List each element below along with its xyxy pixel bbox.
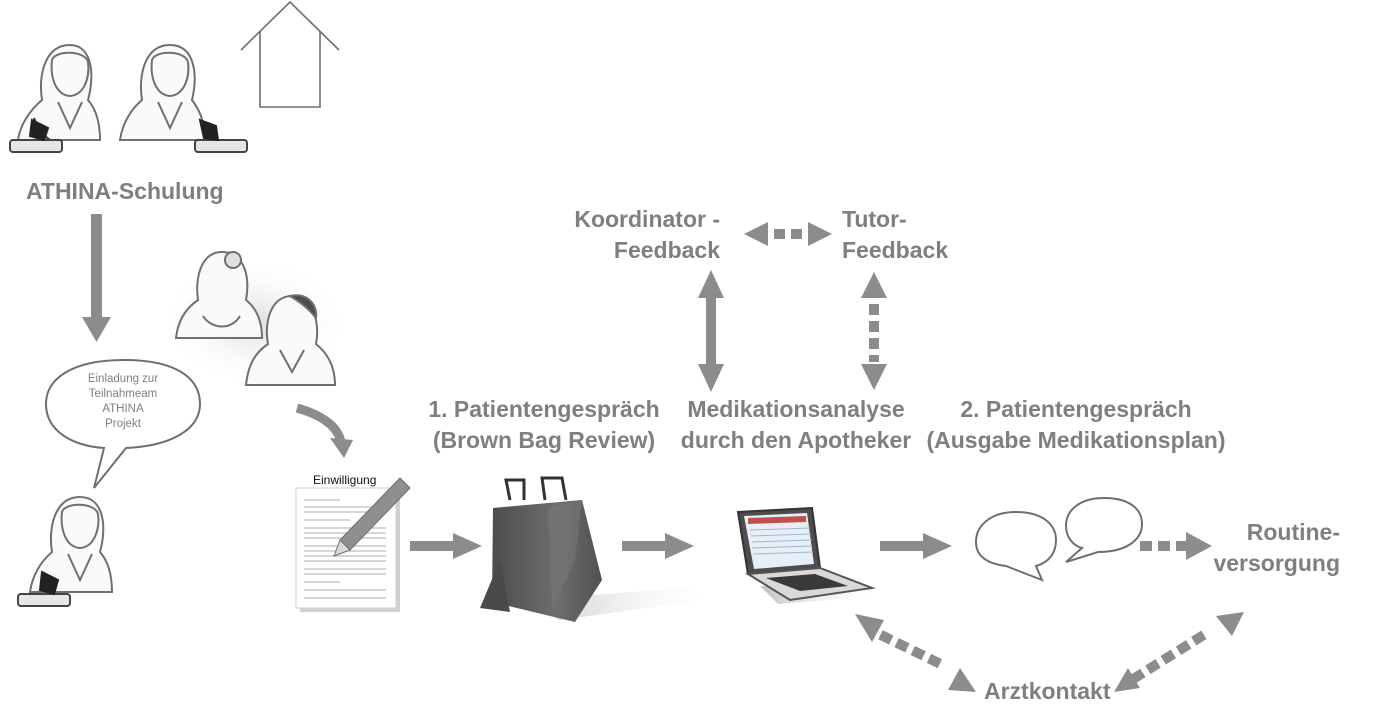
einladung-line-3: ATHINA: [102, 403, 144, 415]
tutor-line-1: Tutor-: [842, 206, 907, 232]
dotted-arrow-to-routine-icon: [1140, 532, 1212, 560]
patients-couple-icon: [160, 250, 350, 387]
tutor-line-2: Feedback: [842, 237, 949, 263]
dotted-arrow-laptop-arzt-icon: [855, 614, 976, 692]
dotted-arrow-koordinator-tutor-icon: [744, 222, 832, 246]
einladung-line-2: Teilnahmeam: [88, 388, 158, 400]
pencil-icon: [333, 477, 411, 557]
label-arztkontakt: Arztkontakt: [984, 678, 1111, 704]
house-icon: [240, 0, 340, 108]
patient1-line-1: 1. Patientengespräch: [428, 396, 660, 422]
label-medikationsanalyse: Medikationsanalyse durch den Apotheker: [664, 394, 928, 456]
label-athina-schulung: ATHINA-Schulung: [26, 178, 224, 204]
koordinator-line-1: Koordinator -: [574, 206, 720, 232]
label-tutor-feedback: Tutor- Feedback: [842, 204, 948, 266]
einladung-line-1: Einladung zur: [87, 373, 159, 385]
arrow-down-schulung-icon: [82, 214, 111, 342]
arrow-laptop-to-bubbles-icon: [880, 533, 952, 559]
curved-arrow-to-consent-icon: [295, 403, 353, 458]
conversation-bubbles-icon: [974, 496, 1144, 582]
pharmacist-figure-left-icon: [9, 43, 102, 153]
koordinator-line-2: Feedback: [613, 237, 720, 263]
pharmacist-figure-right-icon: [118, 43, 248, 153]
invitation-speech-bubble-icon: [44, 358, 202, 489]
label-patientengespraech-2: 2. Patientengespräch (Ausgabe Medikation…: [920, 394, 1232, 456]
patient2-line-2: (Ausgabe Medikationsplan): [926, 427, 1226, 453]
patient2-line-1: 2. Patientengespräch: [960, 396, 1192, 422]
routine-line-2: versorgung: [1213, 550, 1340, 576]
routine-line-1: Routine-: [1246, 519, 1340, 545]
arrow-koordinator-analyse-icon: [698, 270, 724, 392]
laptop-icon: [736, 506, 882, 604]
dotted-arrow-tutor-analyse-icon: [861, 272, 887, 390]
einladung-line-4: Projekt: [105, 418, 141, 430]
label-einladung: Einladung zur Teilnahmeam ATHINA Projekt: [48, 372, 198, 432]
arrow-bag-to-laptop-icon: [622, 533, 694, 559]
arrow-consent-to-bag-icon: [410, 533, 482, 559]
analyse-line-2: durch den Apotheker: [680, 427, 912, 453]
pharmacist-figure-bottom-icon: [17, 495, 114, 607]
dotted-arrow-routine-arzt-icon: [1114, 612, 1244, 692]
label-einwilligung: Einwilligung: [313, 473, 377, 487]
patient1-line-2: (Brown Bag Review): [432, 427, 656, 453]
label-patientengespraech-1: 1. Patientengespräch (Brown Bag Review): [410, 394, 678, 456]
label-koordinator-feedback: Koordinator - Feedback: [548, 204, 720, 266]
analyse-line-1: Medikationsanalyse: [687, 396, 905, 422]
brown-bag-icon: [480, 476, 720, 622]
label-routineversorgung: Routine- versorgung: [1210, 517, 1340, 579]
